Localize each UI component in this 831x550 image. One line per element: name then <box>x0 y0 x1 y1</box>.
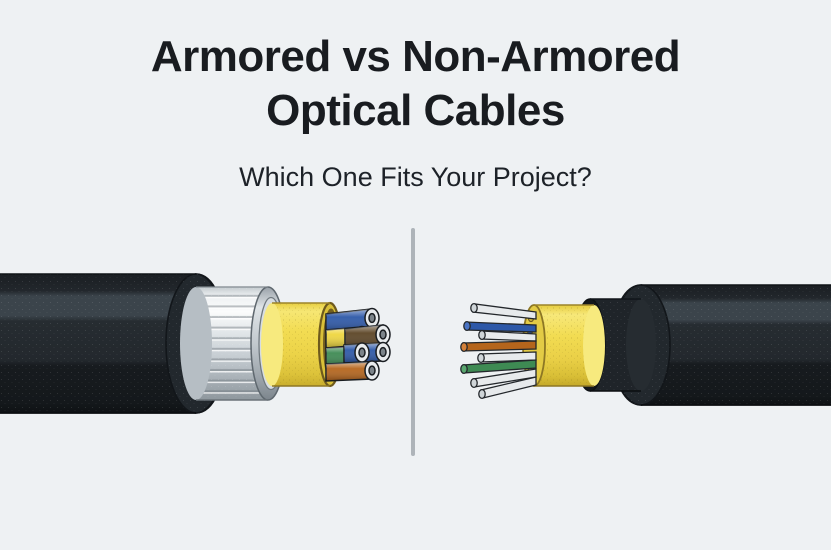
fiber-strand-orange-4 <box>460 340 537 353</box>
fiber-strand-white-8 <box>478 376 537 400</box>
fiber-strand-white-7 <box>470 368 537 389</box>
fiber-strand-white-3 <box>478 329 537 342</box>
left-armored-cable <box>0 273 391 414</box>
fiber-strand-white-5 <box>477 351 537 364</box>
right-outer-jacket <box>574 284 831 406</box>
right-non-armored-cable <box>460 284 831 406</box>
fiber-strand-white-1 <box>470 302 537 320</box>
fiber-tube-orange-6 <box>325 360 380 382</box>
right-aramid-buffer <box>522 304 605 387</box>
left-fiber-tubes <box>325 307 391 382</box>
vertical-divider <box>411 228 415 456</box>
right-fiber-strands <box>460 302 537 400</box>
fiber-strand-blue-2 <box>463 320 537 333</box>
fiber-tube-blue-5 <box>343 341 391 364</box>
fiber-strand-green-6 <box>460 359 537 375</box>
